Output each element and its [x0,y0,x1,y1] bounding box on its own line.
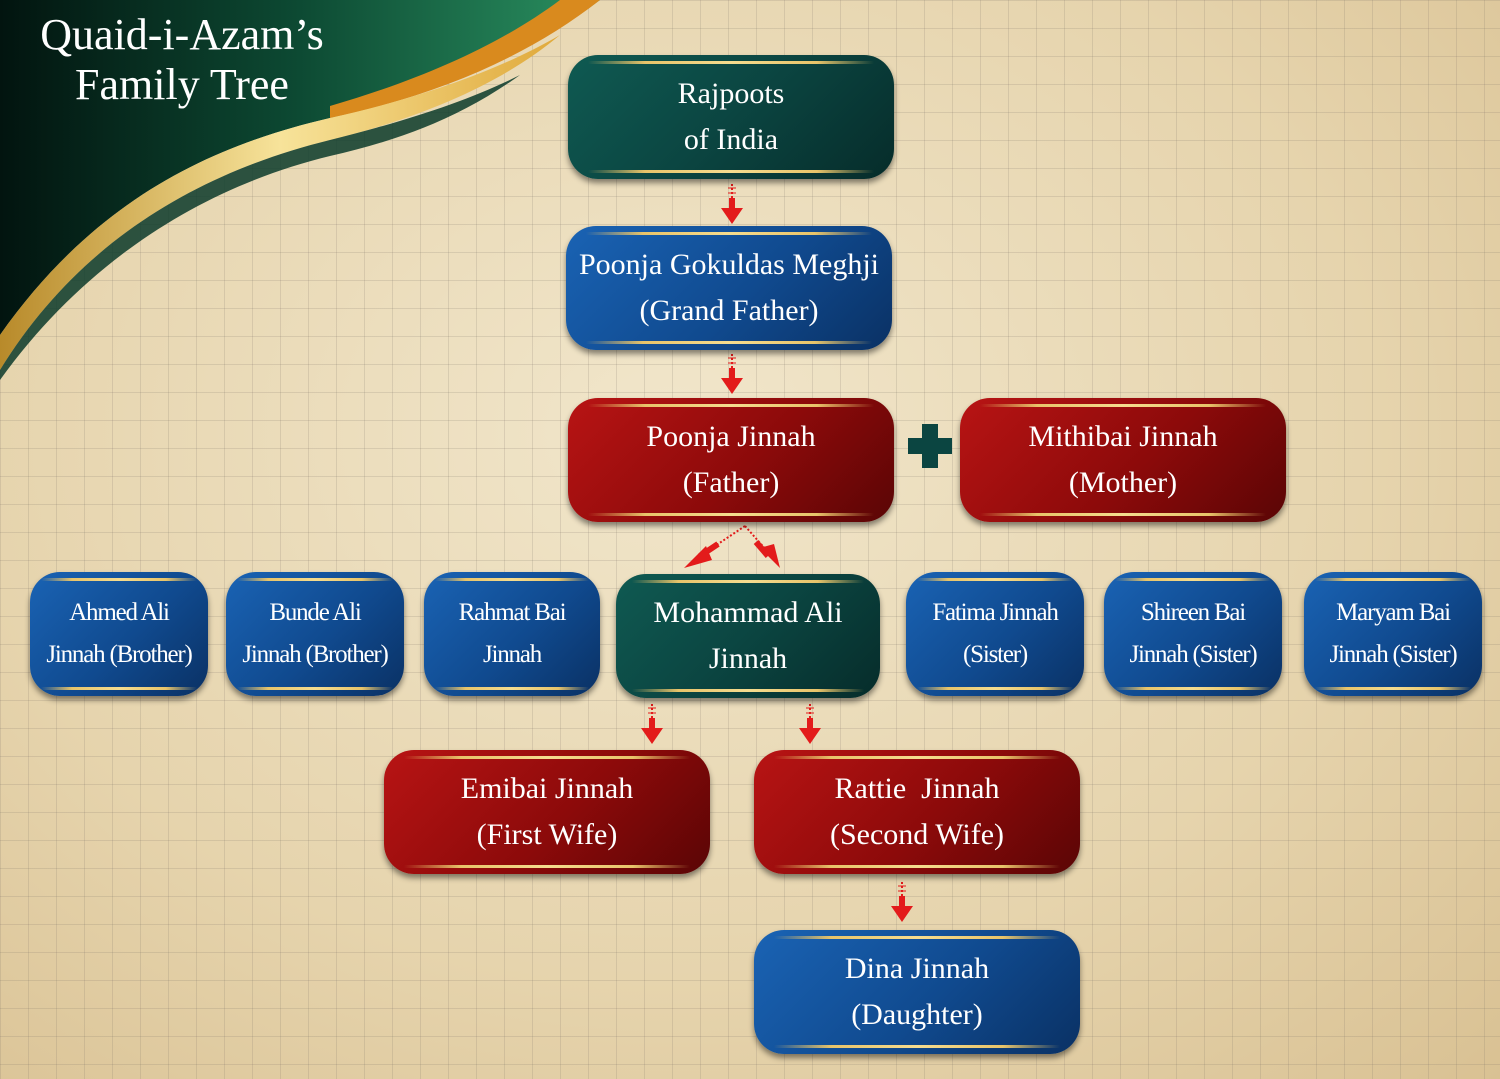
node-line-2: (First Wife) [476,818,618,851]
corner-swoosh-decoration [0,0,600,380]
node-rajpoots-of-india: Rajpoots of India [568,55,894,179]
node-line-1: Dina Jinnah [844,952,990,985]
node-rahmat-bai-jinnah: Rahmat Bai Jinnah [424,572,600,696]
node-maryam-bai-jinnah: Maryam Bai Jinnah (Sister) [1304,572,1482,696]
node-line-1: Mithibai Jinnah [1028,420,1218,453]
node-line-2: Jinnah [482,641,542,668]
arrow-down-icon [640,703,664,745]
node-line-2: Jinnah (Sister) [1129,641,1257,668]
node-line-2: Jinnah [708,642,788,675]
node-line-2: Jinnah (Brother) [46,641,193,668]
node-grandfather: Poonja Gokuldas Meghji (Grand Father) [566,226,892,350]
title-line-1: Quaid-i-Azam’s [40,10,324,59]
node-line-2: of India [683,123,779,156]
arrow-diagonal-left-icon [684,525,746,568]
node-bunde-ali-jinnah: Bunde Ali Jinnah (Brother) [226,572,404,696]
node-father: Poonja Jinnah (Father) [568,398,894,522]
node-ahmed-ali-jinnah: Ahmed Ali Jinnah (Brother) [30,572,208,696]
node-rattie-jinnah: Rattie Jinnah (Second Wife) [754,750,1080,874]
node-fatima-jinnah: Fatima Jinnah (Sister) [906,572,1084,696]
node-line-2: (Second Wife) [829,818,1004,851]
node-line-1: Ahmed Ali [69,599,170,626]
arrow-diagonal-right-icon [744,525,780,568]
node-line-2: (Mother) [1068,466,1178,499]
node-line-1: Poonja Jinnah [646,420,816,453]
title-line-2: Family Tree [75,60,289,109]
node-line-2: (Sister) [963,641,1028,668]
node-mother: Mithibai Jinnah (Mother) [960,398,1286,522]
node-line-1: Rahmat Bai [458,599,567,626]
node-line-1: Poonja Gokuldas Meghji [579,248,879,281]
arrow-down-icon [890,881,914,923]
node-line-2: (Grand Father) [639,294,819,327]
arrow-down-icon [798,703,822,745]
arrow-down-icon [720,183,744,225]
node-line-1: Rajpoots [677,77,785,110]
node-line-1: Shireen Bai [1140,599,1246,626]
node-dina-jinnah: Dina Jinnah (Daughter) [754,930,1080,1054]
node-line-2: Jinnah (Brother) [242,641,389,668]
arrow-down-icon [720,353,744,395]
node-line-2: Jinnah (Sister) [1329,641,1457,668]
node-line-2: (Daughter) [851,998,983,1031]
node-line-1: Fatima Jinnah [932,599,1059,626]
node-line-1: Emibai Jinnah [460,772,634,805]
node-mohammad-ali-jinnah: Mohammad Ali Jinnah [616,574,880,698]
node-line-2: (Father) [682,466,780,499]
node-line-1: Maryam Bai [1336,599,1451,626]
node-line-1: Rattie Jinnah [834,772,1000,805]
node-shireen-bai-jinnah: Shireen Bai Jinnah (Sister) [1104,572,1282,696]
node-line-1: Bunde Ali [269,599,362,626]
plus-icon [908,424,952,468]
node-emibai-jinnah: Emibai Jinnah (First Wife) [384,750,710,874]
node-line-1: Mohammad Ali [653,596,843,629]
